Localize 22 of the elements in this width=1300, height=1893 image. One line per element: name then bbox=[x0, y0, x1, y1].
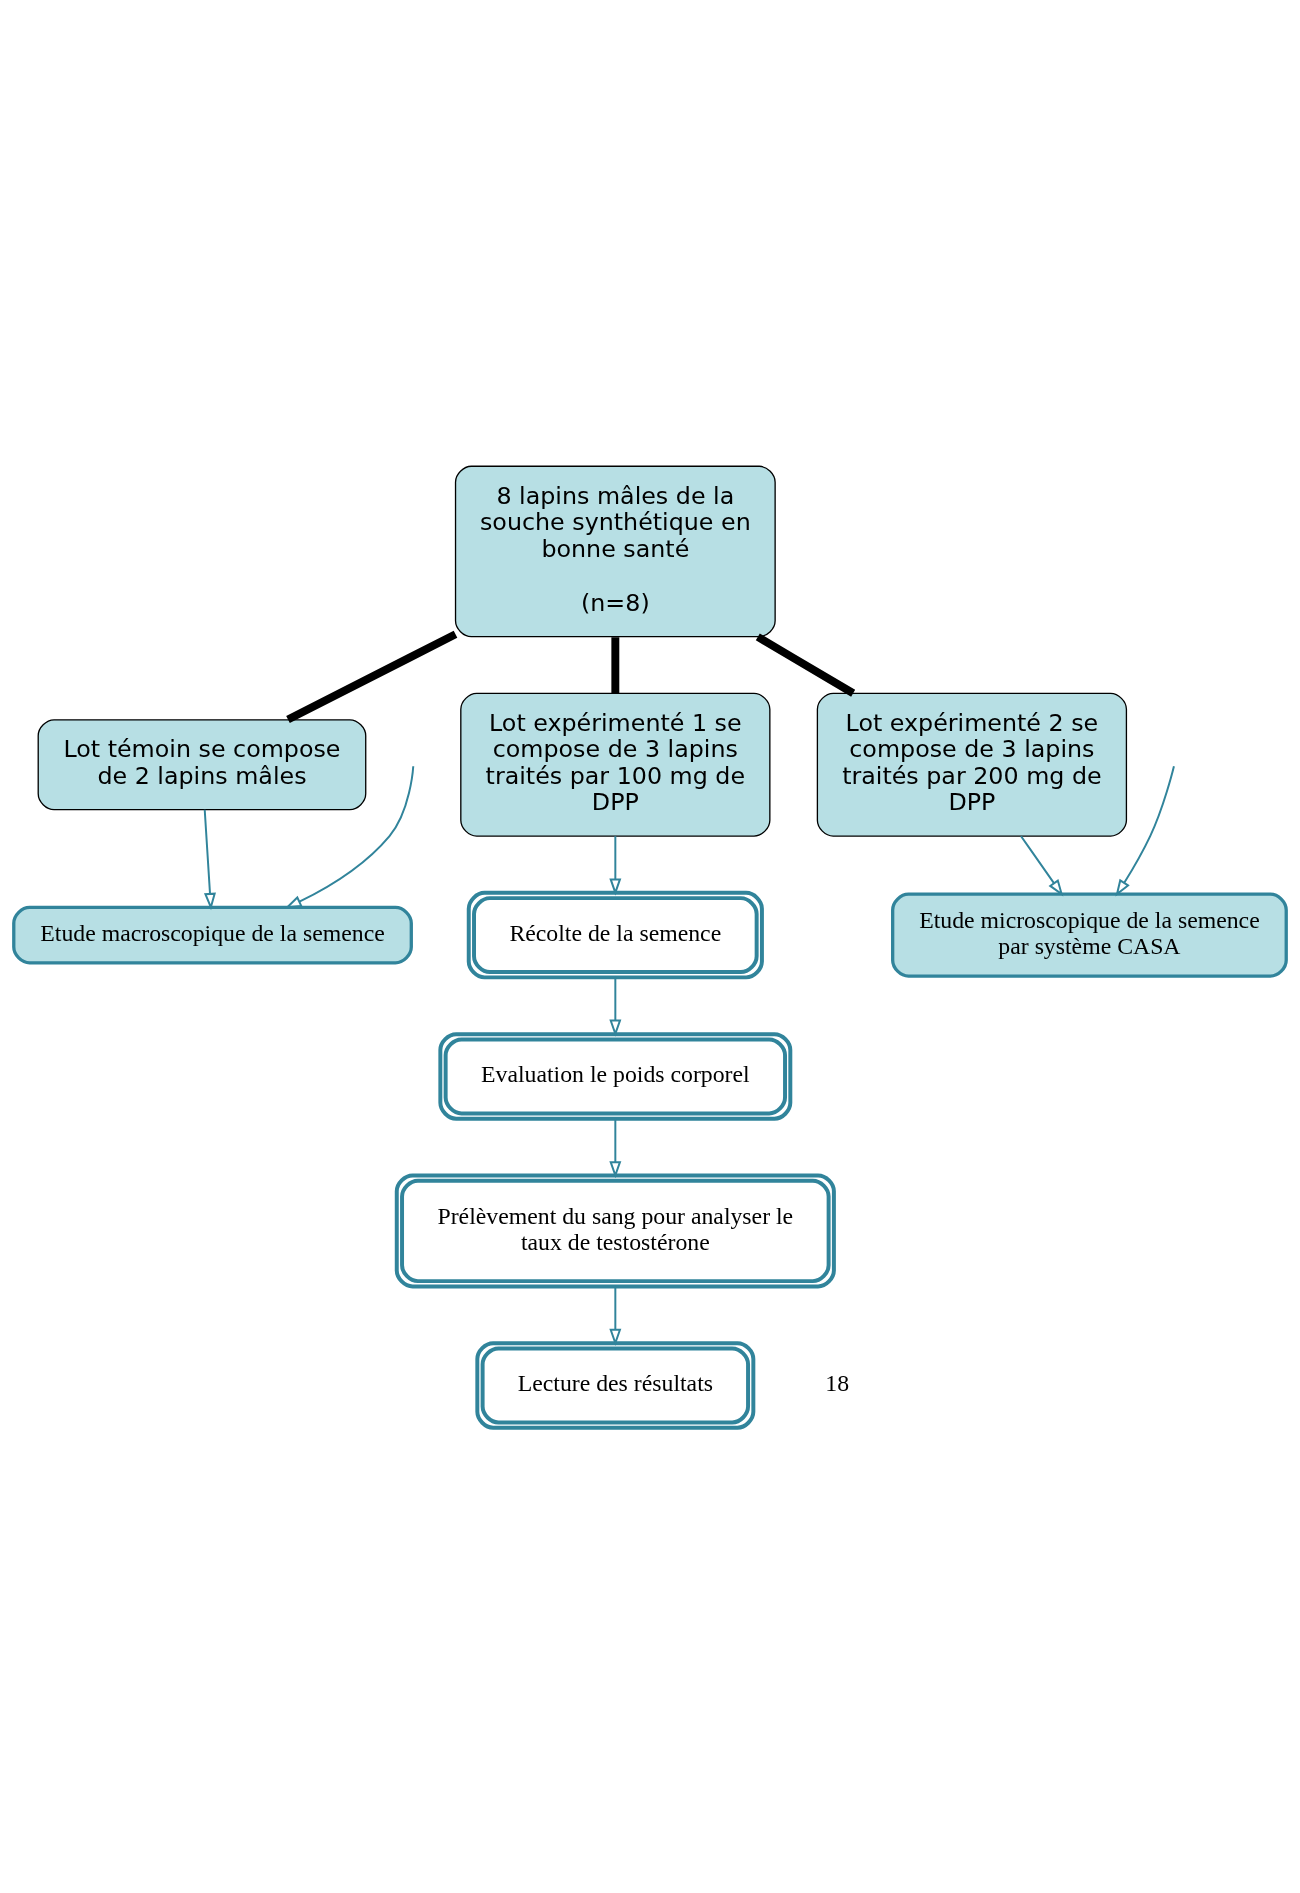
node-box: Etude macroscopique de la semence bbox=[12, 905, 413, 964]
arrow bbox=[609, 1285, 622, 1346]
node-box: Lecture des résultats bbox=[475, 1340, 756, 1430]
connector bbox=[755, 633, 856, 697]
arrow bbox=[609, 1117, 622, 1178]
node-box: 8 lapins mâles de la souche synthétique en bonne santé (n=8) bbox=[454, 465, 776, 637]
arrow bbox=[284, 764, 415, 909]
connector bbox=[611, 636, 620, 693]
arrow bbox=[609, 834, 622, 896]
arrow bbox=[1020, 834, 1064, 896]
arrow bbox=[203, 808, 216, 910]
label: 18 bbox=[825, 1369, 850, 1396]
node-box: Etude microscopique de la semence par système CASA bbox=[891, 892, 1288, 978]
node-box: Evaluation le poids corporel bbox=[438, 1031, 793, 1121]
node-box: Lot expérimenté 1 se compose de 3 lapins traités par 100 mg de DPP bbox=[460, 692, 771, 837]
node-box: Lot expérimenté 2 se compose de 3 lapins traités par 200 mg de DPP bbox=[816, 692, 1128, 837]
connector bbox=[286, 630, 458, 723]
node-box: Récolte de la semence bbox=[466, 890, 764, 979]
arrow bbox=[1115, 764, 1175, 897]
node-box: Prélèvement du sang pour analyser le taux de testostérone bbox=[394, 1173, 836, 1288]
arrow bbox=[609, 976, 622, 1037]
node-box: Lot témoin se compose de 2 lapins mâles bbox=[37, 718, 367, 810]
